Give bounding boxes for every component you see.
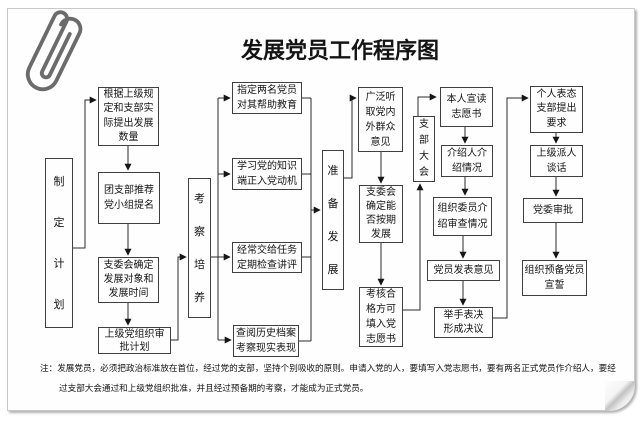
step-assign-tasks: 经常交给任务 定期检查讲评	[232, 242, 302, 273]
stage-cultivate: 考察培养	[188, 178, 211, 318]
step-review-archives: 查阅历史档案 考察现实表现	[233, 325, 299, 357]
step-league-recommend: 团支部推荐 党小组提名	[98, 172, 160, 224]
step-member-opinions: 党员发表意见	[427, 260, 500, 281]
step-assign-helpers: 指定两名党员 对其帮助教育	[232, 82, 302, 114]
stage-prepare-development-label: 准备发展	[327, 164, 339, 276]
page-title: 发展党员工作程序图	[240, 39, 439, 64]
footnote: 注：发展党员，必须把政治标准放在首位，经过党的支部，坚持个别吸收的原则。申请入党…	[40, 364, 616, 394]
step-propose-quantity: 根据上级规 定和支部实 际提出发展 数量	[98, 87, 159, 146]
step-personal-statement: 个人表态 支部提出 要求	[530, 86, 583, 133]
step-read-application: 本人宣读 志愿书	[440, 87, 493, 127]
step-vote-resolution: 举手表决 形成决议	[434, 307, 493, 338]
step-introducer-report: 介绍人介 绍情况	[441, 145, 493, 177]
stage-make-plan: 制定计划	[45, 158, 73, 328]
step-learn-knowledge: 学习党的知识 端正入党动机	[232, 158, 302, 190]
step-committee-approval: 党委审批	[523, 198, 583, 223]
step-approve-plan: 上级党组织审 批计划	[98, 327, 171, 354]
step-confirm-schedule: 支委会 确定能 否按期 发展	[359, 185, 403, 243]
stage-branch-meeting: 支部大会	[413, 116, 435, 182]
step-seek-opinions: 广泛听 取党内 外群众 意见	[358, 87, 403, 152]
step-superior-talk: 上级派人 谈话	[530, 145, 583, 177]
step-fill-application: 考核合 格方可 填入党 志愿书	[359, 287, 403, 347]
stage-make-plan-label: 制定计划	[53, 175, 65, 311]
step-committee-report: 组织委员介 绍审查情况	[433, 197, 492, 236]
paperclip-icon	[25, 10, 83, 92]
stage-branch-meeting-label: 支部大会	[419, 119, 429, 178]
stage-prepare-development: 准备发展	[322, 150, 344, 290]
step-confirm-targets: 支委会确定 发展对象和 发展时间	[98, 257, 159, 303]
step-oath-ceremony: 组织预备党员 宣誓	[522, 260, 587, 296]
stage-cultivate-label: 考察培养	[194, 192, 205, 304]
